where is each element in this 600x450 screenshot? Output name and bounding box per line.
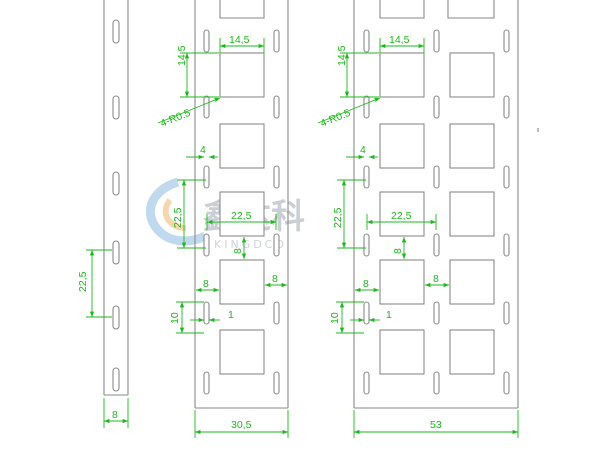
square-hole (449, 329, 495, 375)
middle-slot-offset-label: 4 (200, 144, 206, 156)
square-hole (379, 329, 425, 375)
right-hole-gap-label: 8 (392, 248, 404, 254)
left-width-label: 8 (112, 409, 118, 421)
slot (433, 29, 440, 53)
square-hole (379, 191, 425, 237)
middle-hole-gap-label: 8 (232, 248, 244, 254)
slot (203, 301, 210, 325)
middle-slot-width-label: 1 (228, 309, 234, 321)
brand-logo-icon (145, 177, 208, 246)
slot (112, 305, 120, 330)
middle-overall-width-label: 30,5 (231, 419, 252, 431)
slot (503, 371, 510, 395)
square-hole (219, 52, 265, 98)
middle-hole-width-label: 14,5 (229, 34, 250, 46)
slot (203, 95, 210, 119)
right-corner-radius-label: 4-R0.5 (319, 107, 353, 130)
slot (503, 301, 510, 325)
slot (363, 95, 370, 119)
square-hole (449, 52, 495, 98)
slot (273, 165, 280, 189)
slot (273, 233, 280, 257)
slot (273, 95, 280, 119)
right-edge-left-label: 8 (363, 278, 369, 290)
slot (112, 171, 120, 196)
right-pitch-vertical-label: 22,5 (332, 207, 344, 228)
slot (503, 95, 510, 119)
slot (433, 233, 440, 257)
middle-pitch-horizontal-label: 22,5 (231, 210, 252, 222)
slot (503, 165, 510, 189)
slot (363, 371, 370, 395)
left-pitch-label: 22,5 (77, 271, 89, 292)
square-hole (379, 123, 425, 169)
slot (363, 301, 370, 325)
slot (273, 301, 280, 325)
slot (433, 301, 440, 325)
slot (203, 233, 210, 257)
right-strip-view (353, 0, 519, 409)
square-hole (447, 0, 495, 19)
slot (503, 233, 510, 257)
right-slot-offset-label: 4 (360, 144, 366, 156)
right-edge-right-label: 8 (433, 273, 439, 285)
middle-edge-left-label: 8 (203, 278, 209, 290)
square-hole (449, 191, 495, 237)
slot (273, 29, 280, 53)
slot (503, 29, 510, 53)
slot (203, 371, 210, 395)
right-slot-width-label: 1 (386, 309, 392, 321)
square-hole (219, 259, 265, 305)
slot (112, 19, 120, 44)
slot (273, 371, 280, 395)
square-hole (379, 52, 425, 98)
square-hole (219, 123, 265, 169)
square-hole (219, 0, 265, 19)
slot (203, 29, 210, 53)
middle-strip-view (194, 0, 289, 409)
left-pitch-dimension: 22,5 (77, 249, 112, 318)
slot (112, 95, 120, 120)
square-hole (449, 123, 495, 169)
right-hole-height-label: 14,5 (336, 45, 348, 66)
square-hole (219, 329, 265, 375)
right-slot-length-label: 10 (329, 312, 341, 324)
middle-corner-radius-label: 4-R0.5 (159, 107, 193, 130)
middle-slot-length-label: 10 (169, 312, 181, 324)
brand-name-latin: KINGDCO (214, 238, 287, 251)
slot (112, 367, 120, 392)
right-pitch-horizontal-label: 22,5 (391, 210, 412, 222)
middle-hole-height-label: 14,5 (176, 45, 188, 66)
slot (363, 233, 370, 257)
left-width-dimension: 8 (103, 398, 129, 428)
middle-pitch-vertical-label: 22,5 (172, 207, 184, 228)
square-hole (219, 191, 265, 237)
slot (433, 95, 440, 119)
slot (203, 165, 210, 189)
right-hole-width-label: 14,5 (389, 34, 410, 46)
square-hole (449, 259, 495, 305)
square-hole (379, 259, 425, 305)
slot (112, 240, 120, 265)
slot (363, 165, 370, 189)
right-overall-width-label: 53 (430, 419, 442, 431)
middle-edge-right-label: 8 (272, 273, 278, 285)
left-strip-view (103, 0, 129, 396)
slot (433, 371, 440, 395)
square-hole (379, 0, 425, 19)
slot (433, 165, 440, 189)
slot (363, 29, 370, 53)
